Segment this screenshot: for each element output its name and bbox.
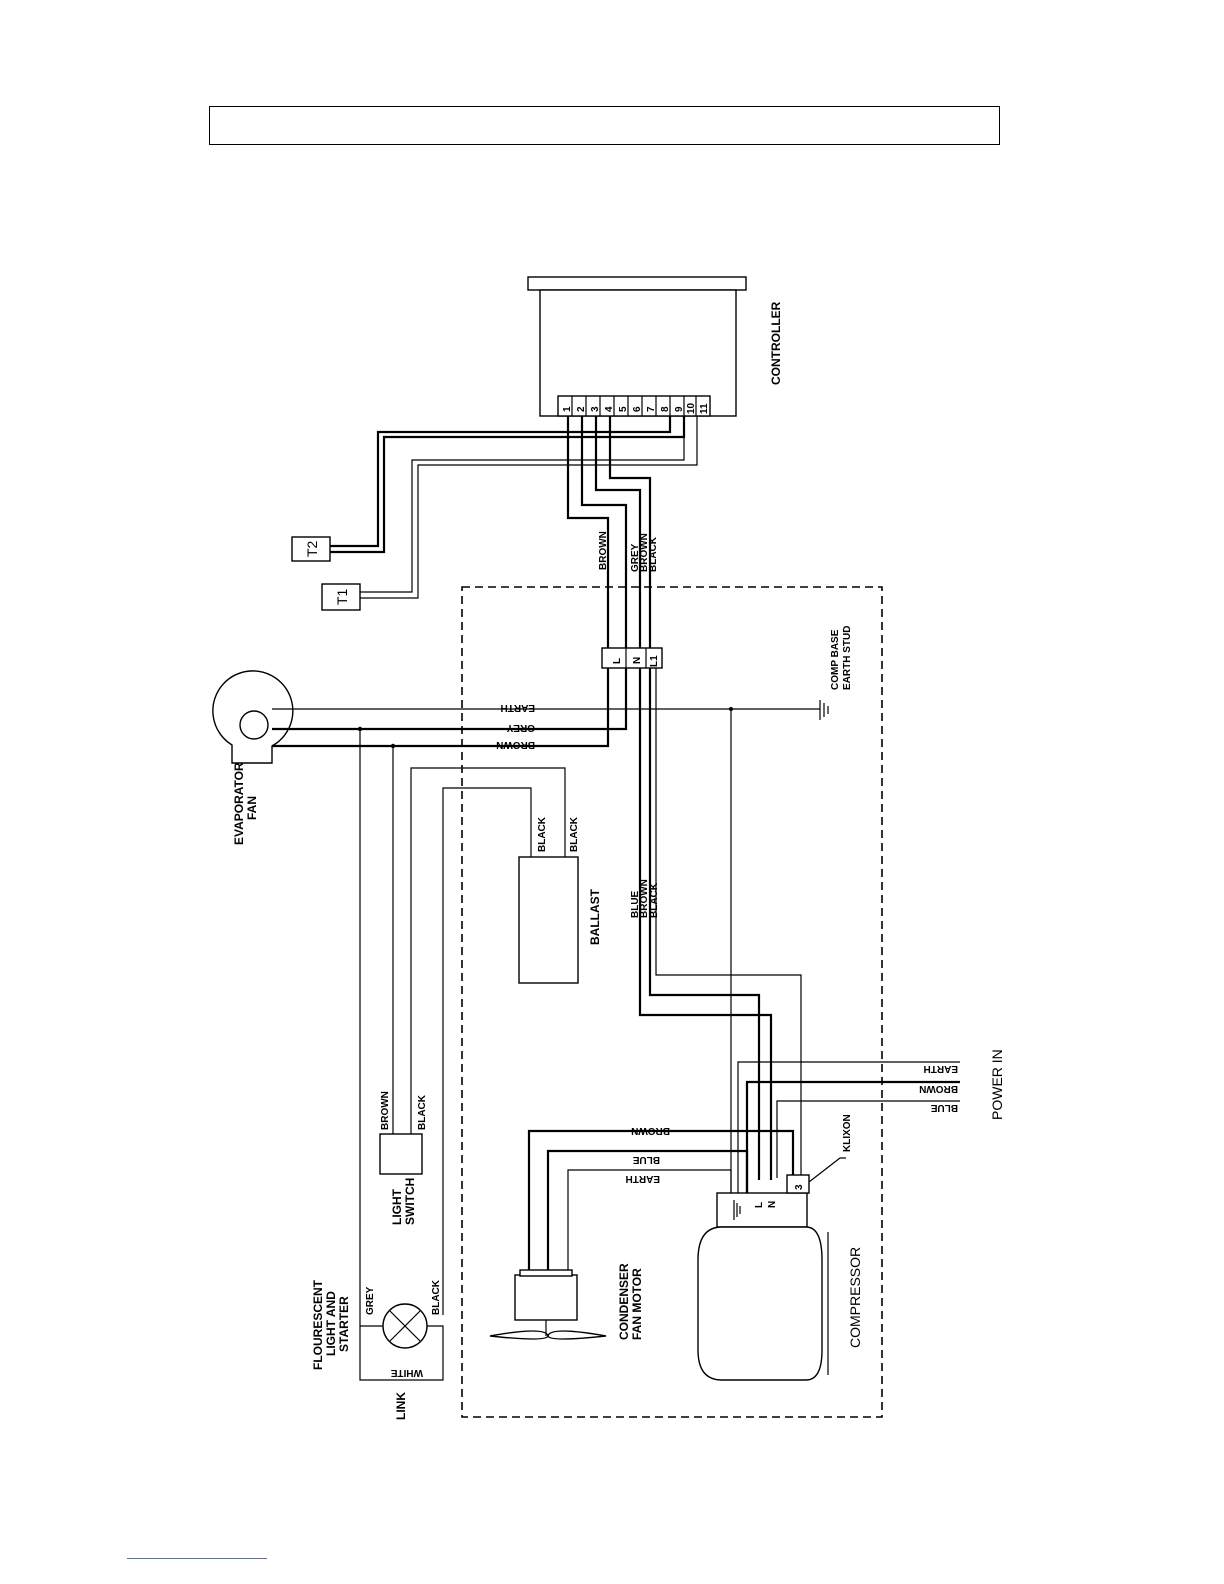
klixon-label: KLIXON (842, 1114, 853, 1152)
compressor-earth-symbol (733, 1200, 741, 1220)
wire-label-grey-fan: GREY (506, 722, 535, 733)
wire-label-black-top: BLACK (648, 536, 659, 572)
terminal-11: 11 (699, 403, 710, 414)
compressor: L N 3 COMPRESSOR (697, 1174, 863, 1381)
fluorescent-label-3: STARTER (337, 1296, 351, 1352)
terminal-5: 5 (618, 406, 629, 412)
power-brown-label: BROWN (919, 1083, 958, 1094)
controller: 1 2 3 4 5 6 7 8 9 10 11 CONTROLLER (527, 276, 783, 417)
condenser-label-2: FAN MOTOR (630, 1268, 644, 1340)
terminal-2: 2 (576, 406, 587, 412)
title-box (209, 106, 1000, 145)
condenser-label-1: CONDENSER (617, 1263, 631, 1340)
power-blue-label: BLUE (930, 1102, 958, 1113)
wire-label-blue-mid: BLUE (630, 890, 641, 918)
terminal-7: 7 (646, 406, 657, 412)
evaporator-fan-label-2: FAN (245, 796, 259, 820)
probe-t1-label: T1 (334, 588, 350, 605)
cabinet-enclosure (461, 586, 883, 1418)
fluorescent-light: GREY BLACK WHITE FLOURESCENT LIGHT AND S… (311, 729, 444, 1420)
light-switch-label-1: LIGHT (390, 1188, 404, 1225)
wire-label-brown-cond: BROWN (631, 1125, 670, 1136)
wire-label-black-ballast-2: BLACK (569, 816, 580, 852)
terminal-6: 6 (632, 406, 643, 412)
wire-label-blue-cond: BLUE (632, 1154, 660, 1165)
probe-t2-label: T2 (304, 540, 320, 557)
comp-base-label-2: EARTH STUD (842, 626, 853, 690)
wire-label-grey-top: GREY (630, 543, 641, 572)
terminal-4: 4 (604, 406, 615, 412)
evaporator-fan: EVAPORATOR FAN (212, 670, 294, 845)
compressor-terminal-3: 3 (794, 1184, 805, 1190)
wire-label-earth-fan: EARTH (501, 702, 535, 713)
terminal-3: 3 (590, 406, 601, 412)
comp-base-label-1: COMP BASE (830, 629, 841, 690)
evaporator-fan-label-1: EVAPORATOR (232, 762, 246, 845)
wire-label-brown-switch: BROWN (380, 1091, 391, 1130)
probe-t2: T2 (291, 536, 331, 562)
wire-label-brown-mid: BROWN (639, 879, 650, 918)
wire-label-black-light: BLACK (431, 1279, 442, 1315)
wire-label-grey-light: GREY (365, 1286, 376, 1315)
compressor-terminal-l: L (754, 1202, 765, 1208)
terminal-block-n: N (632, 657, 643, 664)
controller-label: CONTROLLER (769, 301, 783, 385)
terminal-10: 10 (686, 402, 697, 414)
light-switch-label-2: SWITCH (403, 1178, 417, 1225)
compressor-terminal-n: N (767, 1201, 778, 1208)
wire-label-black-mid: BLACK (649, 882, 660, 918)
terminal-1: 1 (562, 406, 573, 412)
light-switch: LIGHT SWITCH (379, 1133, 423, 1225)
controller-terminal-strip (557, 395, 711, 417)
wire-label-earth-cond: EARTH (626, 1173, 660, 1184)
link-label: LINK (394, 1392, 408, 1420)
compressor-label: COMPRESSOR (847, 1247, 863, 1348)
terminal-block-l1: L1 (649, 655, 660, 667)
wire-label-brown-top: BROWN (598, 531, 609, 570)
earth-stud-symbol (819, 700, 829, 720)
condenser-fan-motor: CONDENSER FAN MOTOR (489, 1263, 644, 1340)
wire-label-black-ballast-1: BLACK (537, 816, 548, 852)
probe-t1: T1 (321, 583, 361, 611)
terminal-8: 8 (660, 406, 671, 412)
wire-label-brown-fan: BROWN (496, 739, 535, 750)
power-earth-label: EARTH (924, 1063, 958, 1074)
terminal-9: 9 (674, 406, 685, 412)
wire-label-black-switch: BLACK (417, 1094, 428, 1130)
power-in-label: POWER IN (989, 1049, 1005, 1120)
fluorescent-label-1: FLOURESCENT (311, 1279, 325, 1370)
ballast: BALLAST (518, 856, 602, 984)
ballast-label: BALLAST (588, 888, 602, 945)
terminal-block-l: L (612, 658, 623, 664)
fluorescent-label-2: LIGHT AND (324, 1291, 338, 1356)
wire-label-brown-top-2: BROWN (639, 533, 650, 572)
footer-rule (127, 1558, 267, 1559)
terminal-block: L N L1 (601, 647, 663, 669)
white-link-label: WHITE (390, 1367, 423, 1378)
